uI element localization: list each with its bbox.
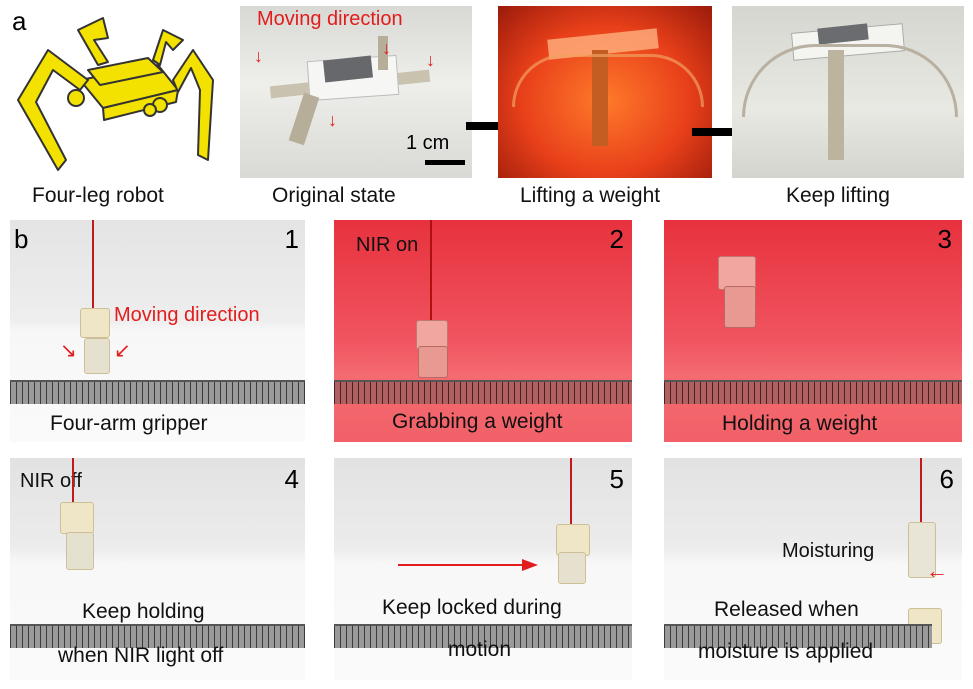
tile-1: b 1 Moving direction ↘ ↙ Four-arm grippe… bbox=[10, 220, 305, 442]
tile-3-gripper bbox=[724, 286, 756, 328]
tile-6-string bbox=[920, 458, 922, 526]
tile-4-annotation: NIR off bbox=[20, 470, 82, 492]
tile-4-caption-line1: Keep holding bbox=[82, 600, 205, 623]
caption-original-state: Original state bbox=[272, 184, 396, 207]
scale-bar bbox=[425, 160, 465, 165]
red-arrow-2: ↓ bbox=[382, 38, 391, 58]
red-arrow-1: ↓ bbox=[254, 46, 263, 66]
photo-lifting-weight bbox=[498, 6, 712, 178]
caption-lifting-weight: Lifting a weight bbox=[520, 184, 661, 207]
tile-5-caption-line2: motion bbox=[448, 638, 512, 661]
tile-5-string bbox=[570, 458, 572, 530]
tile-3-caption: Holding a weight bbox=[722, 412, 878, 435]
tile-3: 3 Holding a weight bbox=[664, 220, 962, 442]
tile-2-gripper bbox=[418, 346, 448, 378]
tile-1-string bbox=[92, 220, 94, 312]
tile-4-weight bbox=[60, 502, 94, 534]
tile-6-annotation: Moisturing bbox=[782, 540, 875, 562]
tile-6-ruler bbox=[664, 624, 932, 648]
tile-4-ruler bbox=[10, 624, 305, 648]
tile-3-weight bbox=[718, 256, 756, 290]
tile-1-caption: Four-arm gripper bbox=[50, 412, 208, 435]
tile-1-gripper bbox=[84, 338, 110, 374]
leg-back bbox=[378, 36, 388, 70]
tile-6-gripper bbox=[908, 522, 936, 578]
tile-4: 4 NIR off Keep holding when NIR light of… bbox=[10, 458, 305, 680]
tile-5-caption-line1: Keep locked during bbox=[382, 596, 562, 619]
tile-1-annotation: Moving direction bbox=[114, 304, 260, 326]
tile-4-string bbox=[72, 458, 74, 506]
tile-1-number: 1 bbox=[284, 224, 299, 254]
tile-1-ruler bbox=[10, 380, 305, 404]
panel-b-letter: b bbox=[14, 224, 29, 254]
tile-2-caption: Grabbing a weight bbox=[392, 410, 563, 433]
photo-original-state: Moving direction ↓ ↓ ↓ ↓ 1 cm bbox=[240, 6, 472, 178]
four-leg-robot-illustration bbox=[17, 17, 214, 171]
arched-strip bbox=[742, 44, 958, 117]
red-arrow-3: ↓ bbox=[426, 50, 435, 70]
tile-4-gripper bbox=[66, 532, 94, 570]
caption-keep-lifting: Keep lifting bbox=[786, 184, 890, 207]
curved-strip bbox=[512, 54, 704, 107]
tile-4-number: 4 bbox=[284, 464, 299, 494]
tile-5-gripper bbox=[558, 552, 586, 584]
tile-1-arrow-left: ↘ bbox=[60, 340, 77, 362]
tile-6-arrow-left: ← bbox=[926, 558, 948, 583]
tile-5-motion-arrow bbox=[398, 559, 538, 571]
tile-2-annotation: NIR on bbox=[356, 234, 419, 256]
panel-a-letter: a bbox=[12, 6, 27, 36]
tile-1-weight bbox=[80, 308, 110, 338]
red-arrow-4: ↓ bbox=[328, 110, 337, 130]
tile-6: 6 Moisturing ← Released when moisture is… bbox=[664, 458, 962, 680]
tile-2-string bbox=[430, 220, 432, 320]
leg-front bbox=[288, 92, 320, 146]
tile-2-ruler bbox=[334, 380, 632, 404]
photo-keep-lifting bbox=[732, 6, 964, 178]
moving-direction-text: Moving direction bbox=[257, 8, 403, 30]
tile-6-caption-line2: moisture is applied bbox=[698, 640, 874, 663]
tile-5: 5 Keep locked during motion bbox=[334, 458, 632, 680]
tile-6-caption-line1: Released when bbox=[714, 598, 859, 621]
tile-6-number: 6 bbox=[939, 464, 954, 494]
tile-2-number: 2 bbox=[609, 224, 624, 254]
tile-5-ruler bbox=[334, 624, 632, 648]
scale-bar-label: 1 cm bbox=[406, 132, 450, 154]
tile-1-arrow-right: ↙ bbox=[114, 340, 131, 362]
tile-3-ruler bbox=[664, 380, 962, 404]
tile-5-number: 5 bbox=[609, 464, 624, 494]
tile-5-weight bbox=[556, 524, 590, 556]
tile-3-number: 3 bbox=[937, 224, 952, 254]
tile-4-caption-line2: when NIR light off bbox=[58, 644, 224, 667]
caption-four-leg-robot: Four-leg robot bbox=[32, 184, 164, 207]
tile-2: 2 NIR on Grabbing a weight bbox=[334, 220, 632, 442]
